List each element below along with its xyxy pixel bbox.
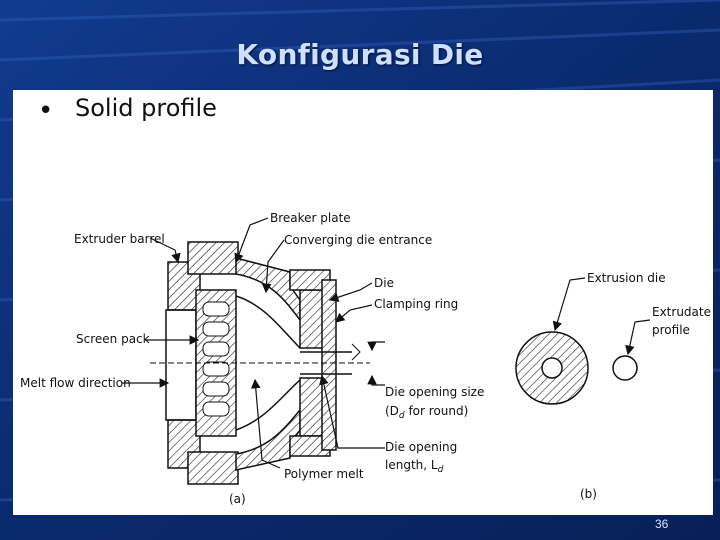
extruder-barrel-upper [167, 241, 239, 311]
caption-b: (b) [580, 487, 597, 501]
label-screen-pack: Screen pack [76, 332, 150, 346]
content-panel [13, 90, 713, 515]
label-die-opening-size-note: (Dd for round) [385, 404, 468, 421]
label-melt-flow-direction: Melt flow direction [20, 376, 131, 390]
label-clamping-ring: Clamping ring [374, 297, 458, 311]
label-extruder-barrel: Extruder barrel [74, 232, 165, 246]
label-die: Die [374, 276, 394, 290]
leader-converging [261, 239, 285, 294]
leader-opening-length [319, 374, 385, 449]
slide-title: Konfigurasi Die [236, 38, 484, 71]
label-die-opening-length: Die opening [385, 440, 457, 454]
bullet-dot: • [38, 96, 54, 126]
extrudate-profile [612, 355, 638, 381]
extrusion-die-ring [515, 331, 589, 405]
leader-extruder-barrel [149, 237, 181, 264]
leader-die [328, 282, 373, 302]
label-polymer-melt: Polymer melt [284, 467, 364, 481]
label-die-opening-size: Die opening size [385, 385, 484, 399]
leader-extrusion-die [552, 277, 586, 332]
caption-a: (a) [229, 492, 246, 506]
leader-polymer-melt [250, 378, 281, 469]
die-plate [299, 289, 325, 437]
leader-opening-size-bottom [367, 374, 385, 386]
page-number: 36 [655, 517, 669, 531]
label-converging-die-entrance: Converging die entrance [284, 233, 432, 247]
bullet-text: Solid profile [75, 94, 217, 122]
leader-breaker-plate [234, 217, 269, 264]
label-breaker-plate: Breaker plate [270, 211, 351, 225]
leader-opening-size-top [367, 341, 385, 352]
extruder-barrel-lower [167, 419, 239, 485]
label-profile: profile [652, 323, 690, 337]
extrudate-exit [300, 343, 361, 375]
clamping-ring [289, 269, 337, 457]
label-extrudate: Extrudate [652, 305, 711, 319]
leader-clamping [335, 304, 373, 323]
label-extrusion-die: Extrusion die [587, 271, 666, 285]
label-die-opening-length-2: length, Ld [385, 458, 444, 475]
leader-extrudate [625, 319, 651, 356]
barrel-bore [165, 309, 197, 421]
